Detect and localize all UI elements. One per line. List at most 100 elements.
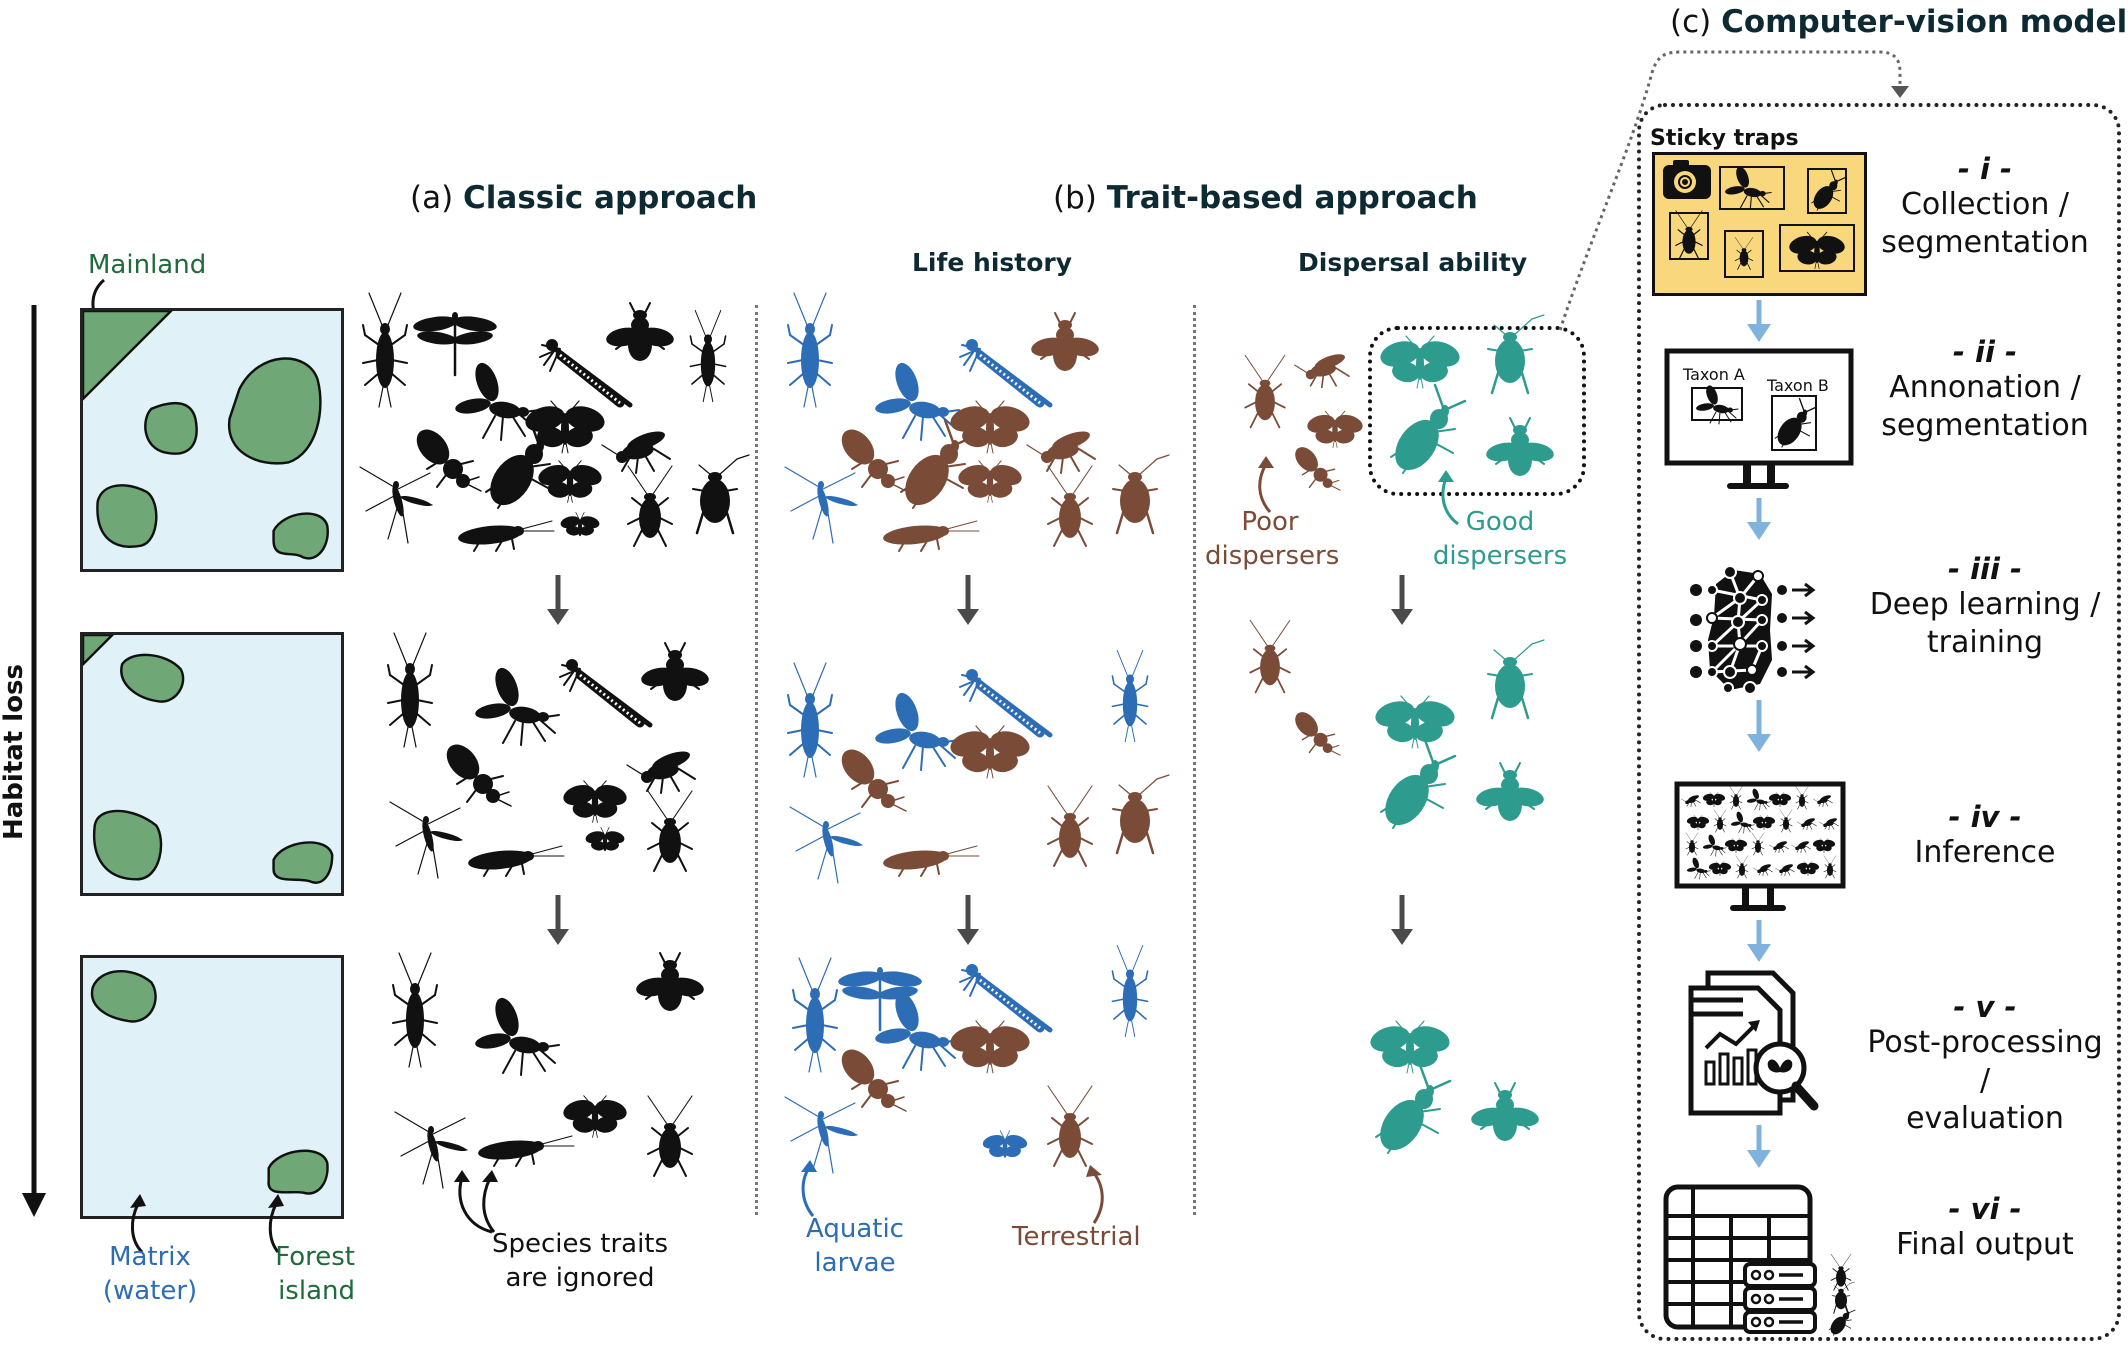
network-node bbox=[1756, 614, 1768, 626]
network-node bbox=[1723, 665, 1737, 679]
poor-disperser-moth bbox=[1307, 410, 1363, 448]
insect-fly bbox=[455, 362, 540, 441]
network-node bbox=[1733, 637, 1747, 651]
table-database-icon bbox=[1663, 1184, 1856, 1336]
aquatic-insect-mosquito bbox=[784, 1096, 858, 1174]
icon-insect-moth bbox=[1768, 792, 1792, 807]
cv-step-label-line2: segmentation bbox=[1881, 408, 2089, 443]
aquatic-insect-mosquito bbox=[784, 466, 858, 544]
icon-insect-wasp bbox=[1769, 841, 1789, 854]
insect-rovebeetle bbox=[416, 429, 482, 492]
insect-caddis bbox=[458, 520, 555, 552]
cv-step-label-line1: Post-processing / bbox=[1867, 1025, 2103, 1098]
good-disperser-moth bbox=[1380, 335, 1460, 389]
taxon-b-box bbox=[1771, 395, 1817, 451]
terrestrial-insect-rovebeetle bbox=[841, 1049, 907, 1112]
pipeline-flow-arrow bbox=[1747, 700, 1771, 752]
aquatic-insect-stonefly bbox=[1111, 944, 1149, 1038]
icon-insect-fly bbox=[1686, 857, 1711, 880]
insect-damselfly bbox=[559, 659, 653, 728]
sticky-trap-icon bbox=[1652, 152, 1867, 296]
network-input-node bbox=[1690, 584, 1702, 596]
forest-island bbox=[92, 809, 163, 881]
cv-step-label-line2: segmentation bbox=[1881, 225, 2089, 260]
terrestrial-insect-beetle bbox=[900, 418, 977, 509]
aquatic-insect-fly bbox=[875, 362, 960, 441]
terrestrial-insect-rovebeetle bbox=[841, 749, 907, 812]
time-step-arrow bbox=[957, 895, 979, 945]
aquatic-insect-mothsmall bbox=[982, 1130, 1028, 1158]
icon-insect-moth bbox=[1708, 861, 1732, 876]
good-disperser-moth bbox=[1370, 1020, 1450, 1074]
species-traits-line1: Species traits bbox=[491, 1229, 669, 1259]
network-output-node bbox=[1777, 613, 1787, 623]
insect-fly bbox=[475, 667, 560, 746]
panel-c-prefix: (c) bbox=[1670, 4, 1712, 40]
icon-insect-fly bbox=[1725, 166, 1772, 210]
forest-island bbox=[227, 357, 322, 465]
network-node bbox=[1752, 570, 1764, 582]
icon-insect-cockroach bbox=[1734, 237, 1754, 270]
network-node bbox=[1706, 666, 1718, 678]
detection-box bbox=[1807, 168, 1847, 214]
cv-step-number: - v - bbox=[1953, 990, 2017, 1024]
aquatic-insect-stonefly bbox=[792, 957, 838, 1073]
dispersal-ability-heading: Dispersal ability bbox=[1298, 248, 1528, 277]
aquatic-insect-fly bbox=[875, 692, 960, 771]
arrow-right-icon bbox=[1804, 610, 1816, 626]
good-disperser-moth bbox=[1375, 695, 1455, 749]
terrestrial-insect-cockroach bbox=[1047, 1085, 1093, 1167]
life-history-heading: Life history bbox=[912, 248, 1073, 277]
aquatic-insect-fly bbox=[875, 992, 960, 1071]
icon-insect-cockroach bbox=[1751, 832, 1765, 856]
taxon-a-box bbox=[1691, 387, 1743, 421]
aquatic-pointer-arrow bbox=[801, 1160, 817, 1217]
icon-insect-wasp bbox=[1775, 864, 1795, 877]
cv-step-3: - iii -Deep learning /training bbox=[1860, 552, 2110, 662]
insect-mothsmall bbox=[585, 827, 625, 852]
terrestrial-insect-bee bbox=[1031, 312, 1099, 371]
insect-moth bbox=[525, 400, 605, 454]
detection-box bbox=[1669, 212, 1709, 260]
terrestrial-insect-cricket bbox=[1112, 454, 1170, 535]
forest-island-pointer-arrow bbox=[268, 1194, 284, 1253]
insect-mosquito bbox=[359, 466, 433, 544]
terrestrial-label: Terrestrial bbox=[1012, 1222, 1141, 1252]
insect-cockroach bbox=[647, 790, 693, 872]
icon-insect-moth bbox=[1812, 838, 1836, 853]
icon-insect-beetle bbox=[1774, 397, 1817, 448]
poor-label-line1: Poor bbox=[1241, 507, 1299, 537]
network-node bbox=[1746, 664, 1758, 676]
cv-step-number: - vi - bbox=[1948, 1192, 2022, 1226]
icon-insect-moth bbox=[1796, 861, 1820, 876]
icon-insect-cockroach bbox=[1779, 809, 1793, 833]
panel-a-heading: Classic approach bbox=[463, 180, 758, 216]
neural-network-icon bbox=[1690, 565, 1816, 695]
network-node bbox=[1756, 640, 1768, 652]
network-node bbox=[1733, 591, 1747, 605]
icon-insect-cockroach bbox=[1713, 809, 1727, 833]
landscape-stage-2-map bbox=[83, 635, 334, 884]
cv-step-2: - ii -Annonation /segmentation bbox=[1860, 335, 2110, 445]
poor-dispersers-pointer-arrow bbox=[1258, 456, 1274, 513]
icon-insect-beetle bbox=[1828, 1304, 1856, 1336]
pipeline-flow-arrow bbox=[1747, 300, 1771, 342]
network-output-node bbox=[1777, 585, 1787, 595]
cv-step-label-line1: Collection / bbox=[1900, 187, 2070, 222]
insect-wasp bbox=[601, 431, 671, 474]
time-step-arrow bbox=[1391, 895, 1413, 945]
terrestrial-insect-wasp bbox=[1026, 431, 1096, 474]
aquatic-insect-damselfly bbox=[959, 964, 1053, 1033]
matrix-label: Matrix (water) bbox=[95, 1240, 205, 1308]
forest-island bbox=[96, 484, 158, 548]
cv-step-number: - i - bbox=[1957, 152, 2013, 186]
forest-island bbox=[120, 653, 185, 703]
icon-insect-wasp bbox=[1819, 818, 1839, 831]
terrestrial-insect-caddis bbox=[883, 845, 980, 877]
icon-insect-cricket bbox=[1831, 1281, 1855, 1314]
poor-disperser-wasp bbox=[1294, 354, 1350, 389]
time-step-arrow bbox=[1391, 575, 1413, 625]
